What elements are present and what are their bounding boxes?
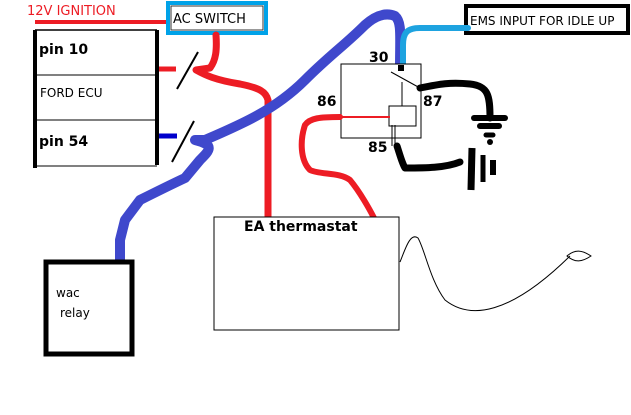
- relay-pin87-label: 87: [423, 94, 442, 110]
- ecu-pin10-label: pin 10: [39, 42, 88, 58]
- relay-switch-contact: [390, 71, 421, 89]
- relay-pin30-terminal: [398, 65, 404, 71]
- black-wire-87-to-ground: [416, 79, 494, 122]
- ac-switch-inner-border: [170, 5, 264, 31]
- thermostat-probe-wire: [399, 236, 571, 312]
- thermostat-probe-tip-icon: [566, 250, 592, 262]
- wac-relay-label-line2: relay: [60, 306, 90, 320]
- relay-body: [340, 63, 422, 139]
- ford-ecu: pin 10 FORD ECU pin 54: [33, 29, 159, 168]
- pin54-break-mark: [171, 120, 195, 163]
- red-wire-ac-to-thermostat: [192, 31, 272, 222]
- relay-coil: [388, 105, 417, 127]
- relay-pin86-label: 86: [317, 94, 336, 110]
- ac-switch-label: AC SWITCH: [173, 12, 246, 27]
- blue-wire-wac-to-pin30: [115, 9, 406, 267]
- ecu-pin54-label: pin 54: [39, 134, 88, 150]
- ground-symbol-icon: [471, 115, 508, 145]
- ems-input-label: EMS INPUT FOR IDLE UP: [470, 14, 614, 28]
- black-wire-85-to-battery: [393, 142, 464, 172]
- relay-pin30-label: 30: [369, 50, 389, 66]
- thermostat-box: [213, 216, 400, 331]
- ems-input-box: [464, 4, 630, 35]
- ecu-name-label: FORD ECU: [40, 86, 102, 100]
- ignition-label: 12V IGNITION: [27, 4, 116, 19]
- wac-relay-box: [43, 259, 135, 357]
- relay-pin85-label: 85: [368, 140, 387, 156]
- relay: 30 86 87 85: [317, 50, 442, 156]
- red-wire-86-to-thermostat: [298, 114, 377, 221]
- wac-relay-label-line1: wac: [56, 286, 80, 300]
- thermostat-label: EA thermastat: [244, 219, 358, 235]
- battery-symbol-icon: [467, 147, 496, 191]
- light-blue-wire-ems-to-pin30: [400, 25, 471, 71]
- pin10-break-mark: [176, 51, 199, 90]
